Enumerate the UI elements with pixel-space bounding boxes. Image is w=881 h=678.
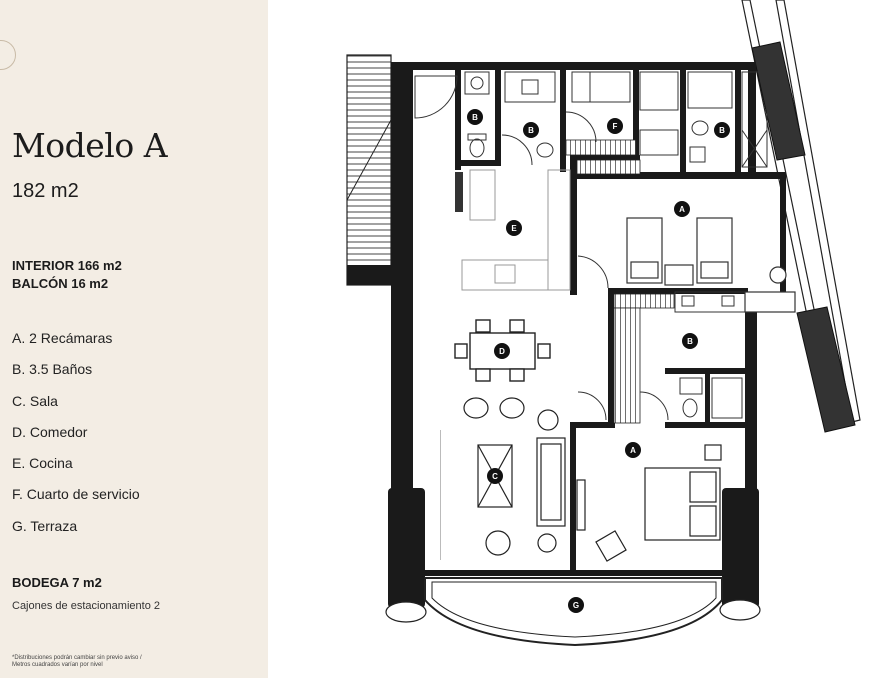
- parking-spaces: Cajones de estacionamiento 2: [12, 600, 160, 612]
- marker-b-2: B: [528, 126, 534, 135]
- disclaimer: *Distribuciones podrán cambiar sin previ…: [12, 655, 232, 669]
- legend-item-cocina: E. Cocina: [12, 455, 73, 472]
- marker-a-2: A: [630, 446, 636, 455]
- legend-item-cuarto-servicio: F. Cuarto de servicio: [12, 486, 140, 503]
- legend-item-comedor: D. Comedor: [12, 423, 88, 440]
- decorative-ornament: [0, 40, 16, 70]
- door-swings: [414, 75, 669, 421]
- interior-walls: [455, 62, 748, 572]
- marker-a-1: A: [679, 205, 685, 214]
- room-markers: B B F B E A B D A C G: [467, 109, 730, 613]
- info-panel: Modelo A 182 m2 INTERIOR 166 m2 BALCÓN 1…: [0, 0, 268, 678]
- staircase: [346, 54, 392, 286]
- marker-b-3: B: [719, 126, 725, 135]
- marker-d: D: [499, 347, 505, 356]
- disclaimer-line-1: *Distribuciones podrán cambiar sin previ…: [12, 655, 142, 661]
- marker-b-4: B: [687, 337, 693, 346]
- legend-item-sala: C. Sala: [12, 392, 58, 409]
- legend-item-banos: B. 3.5 Baños: [12, 361, 93, 378]
- storage-area: BODEGA 7 m2: [12, 575, 102, 590]
- legend-item-recamaras: A. 2 Recámaras: [12, 330, 113, 346]
- disclaimer-line-2: Metros cuadrados varían por nivel: [12, 662, 103, 668]
- legend-item-terraza: G. Terraza: [12, 517, 78, 534]
- living-furniture: [440, 397, 566, 560]
- balcony-rail: [741, 0, 861, 433]
- balcony-area: BALCÓN 16 m2: [12, 276, 109, 291]
- hatched-walls: [565, 139, 675, 424]
- floor-plan: B B F B E A B D A C G: [346, 0, 861, 647]
- marker-b-1: B: [472, 113, 478, 122]
- bedroom-bottom-furniture: [576, 444, 722, 562]
- kitchen-counters: [455, 169, 571, 291]
- exterior-walls: [388, 62, 786, 608]
- bedroom-top-furniture: [626, 217, 796, 313]
- marker-e: E: [511, 224, 517, 233]
- model-area: 182 m2: [12, 180, 79, 202]
- marker-c: C: [492, 472, 498, 481]
- interior-area: INTERIOR 166 m2: [12, 258, 122, 273]
- bathroom-fixtures: [464, 71, 768, 419]
- room-legend: A. 2 Recámaras B. 3.5 Baños C. Sala D. C…: [12, 330, 140, 549]
- marker-g: G: [573, 601, 579, 610]
- model-title: Modelo A: [12, 126, 168, 165]
- service-room-furniture: [571, 71, 631, 103]
- marker-f: F: [613, 122, 618, 131]
